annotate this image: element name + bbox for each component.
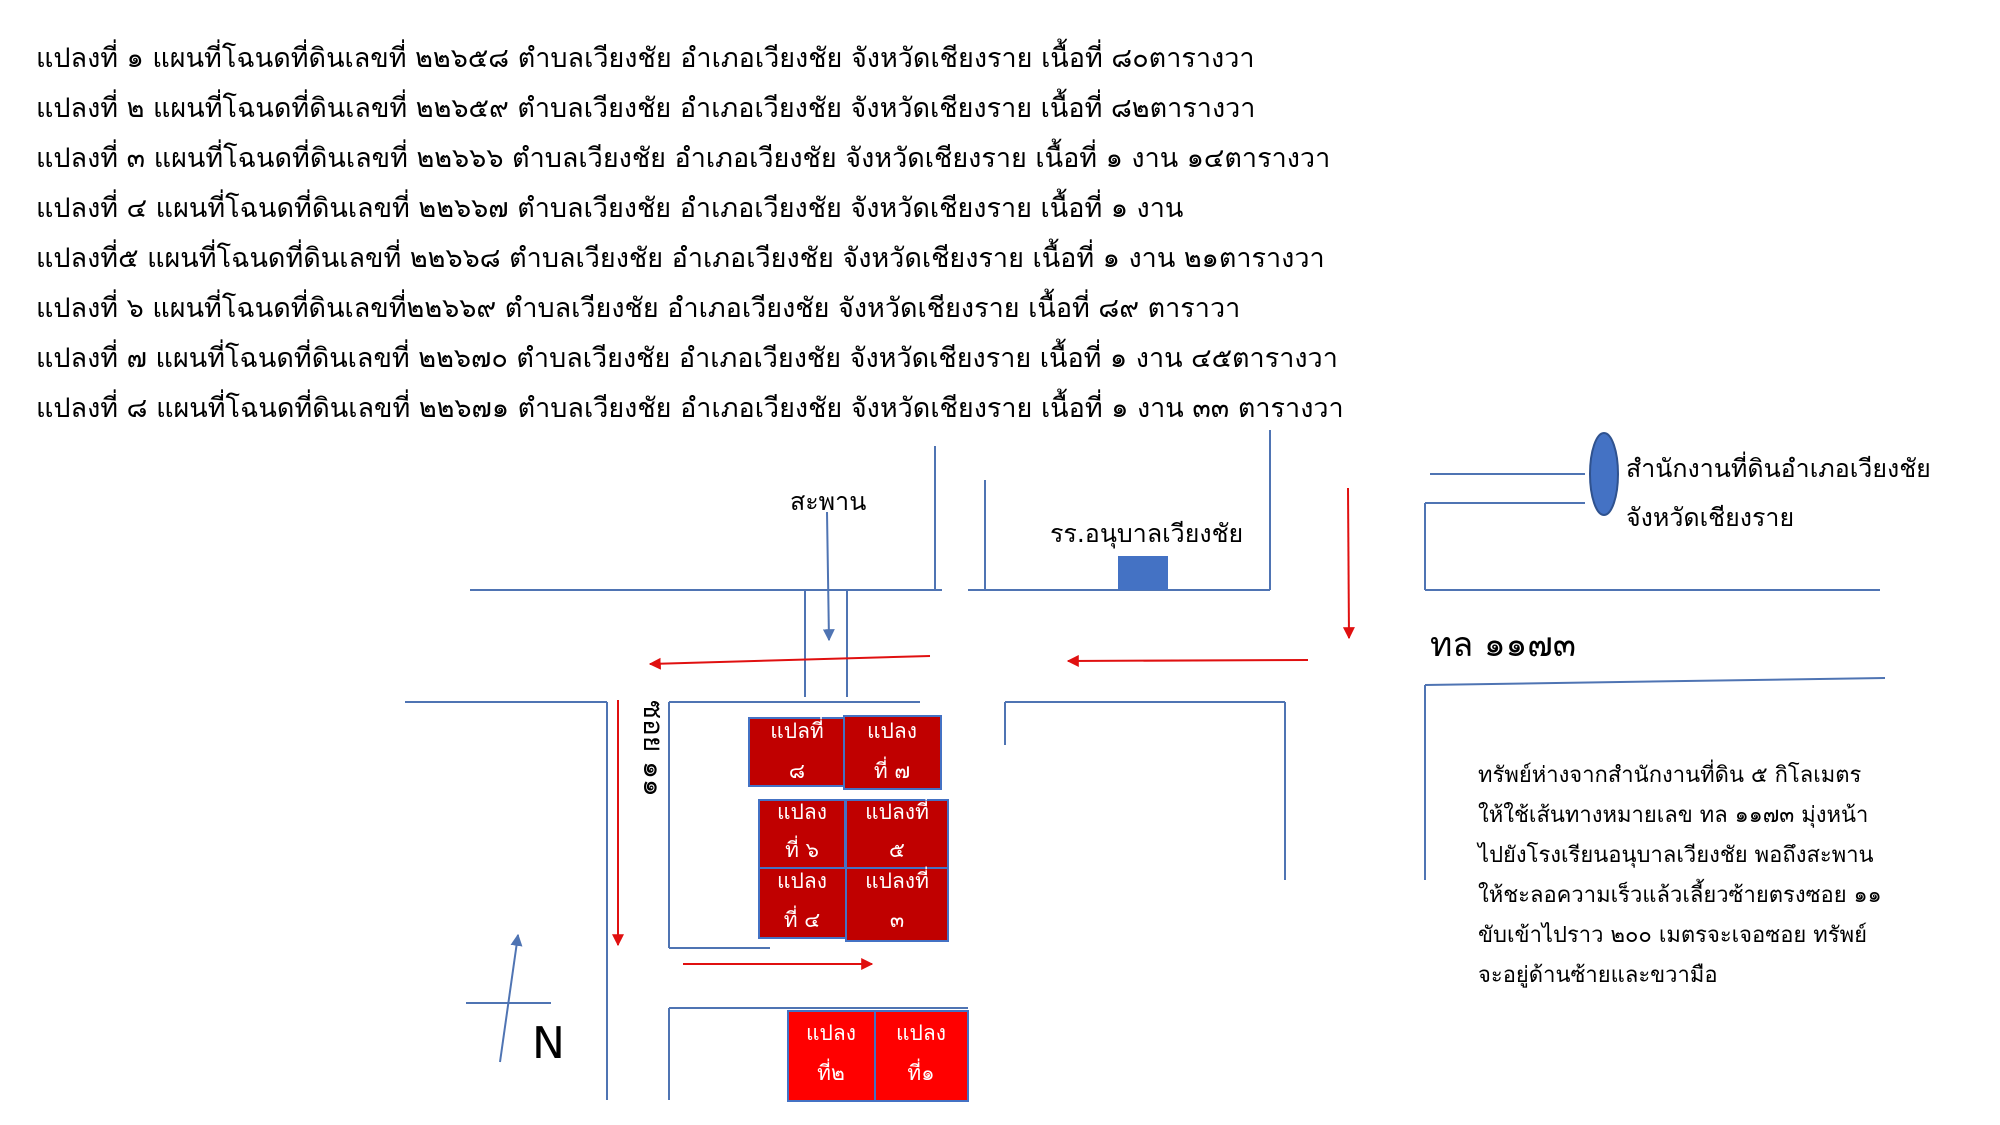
plot-8-shape — [748, 717, 845, 787]
school-building-icon — [1118, 556, 1168, 590]
plot-4-label-b: ที่ ๔ — [784, 905, 820, 932]
directions-line-2: ให้ใช้เส้นทางหมายเลข ทล ๑๑๗๓ มุ่งหน้า — [1478, 803, 1869, 828]
land-office-marker-icon — [1589, 432, 1619, 516]
plot-7-label-a: แปลง — [867, 719, 917, 743]
road-east-bottom-top — [1424, 677, 1886, 686]
north-label: N — [532, 1018, 565, 1069]
plot-2: แปลง ที่๒ — [787, 1010, 876, 1102]
directions-line-5: ขับเข้าไปราว ๒๐๐ เมตรจะเจอซอย ทรัพย์ — [1478, 923, 1868, 948]
plot-1-label-b: ที่๑ — [907, 1058, 934, 1085]
directions-line-1: ทรัพย์ห่างจากสำนักงานที่ดิน ๕ กิโลเมตร — [1478, 763, 1862, 788]
land-plots: แปลที่ ๘ แปลง ที่ ๗ แปลง ที่ ๖ แปลงที่ ๕… — [748, 715, 969, 1102]
plot-5-label-b: ๕ — [889, 838, 905, 862]
route-arrow-west-bridge — [648, 655, 931, 670]
plot-5: แปลงที่ ๕ — [845, 797, 949, 869]
directions-line-6: จะอยู่ด้านซ้ายและขวามือ — [1478, 963, 1718, 988]
directions-line-3: ไปยังโรงเรียนอนุบาลเวียงชัย พอถึงสะพาน — [1478, 843, 1874, 868]
plot-1-shape — [874, 1010, 969, 1102]
directions-text: ทรัพย์ห่างจากสำนักงานที่ดิน ๕ กิโลเมตร ใ… — [1478, 756, 1998, 996]
land-office-label-line1: สำนักงานที่ดินอำเภอเวียงชัย — [1626, 451, 1931, 483]
soi-label: ซอย ๑๑ — [637, 700, 670, 797]
plot-4: แปลง ที่ ๔ — [758, 867, 847, 939]
route-arrows — [612, 487, 1355, 970]
school-label: รร.อนุบาลเวียงชัย — [1050, 519, 1243, 549]
bridge-label: สะพาน — [790, 487, 866, 516]
plot-7-shape — [843, 715, 942, 790]
plot-8-label-a: แปลที่ — [770, 716, 824, 743]
plot-line-1: แปลงที่ ๑ แผนที่โฉนดที่ดินเลขที่ ๒๒๖๕๘ ต… — [36, 43, 1255, 74]
plot-line-8: แปลงที่ ๘ แผนที่โฉนดที่ดินเลขที่ ๒๒๖๗๑ ต… — [36, 393, 1344, 424]
route-arrow-west-east-side — [1066, 654, 1309, 667]
plot-3: แปลงที่ ๓ — [845, 866, 949, 942]
directions-line-4: ให้ชะลอความเร็วแล้วเลี้ยวซ้ายตรงซอย ๑๑ — [1478, 883, 1882, 908]
plot-description-list: แปลงที่ ๑ แผนที่โฉนดที่ดินเลขที่ ๒๒๖๕๘ ต… — [36, 34, 1536, 434]
plot-4-label-a: แปลง — [777, 869, 827, 893]
plot-1: แปลง ที่๑ — [874, 1010, 969, 1102]
plot-8-label-b: ๘ — [789, 759, 805, 783]
plot-6-label-b: ที่ ๖ — [785, 835, 819, 862]
land-office-label-line2: จังหวัดเชียงราย — [1626, 503, 1794, 532]
plot-line-4: แปลงที่ ๔ แผนที่โฉนดที่ดินเลขที่ ๒๒๖๖๗ ต… — [36, 193, 1184, 224]
route-arrow-south-east — [1342, 487, 1355, 640]
plot-6: แปลง ที่ ๖ — [758, 799, 846, 869]
road-lines — [405, 430, 1886, 1100]
plot-6-shape — [758, 799, 846, 869]
plot-line-2: แปลงที่ ๒ แผนที่โฉนดที่ดินเลขที่ ๒๒๖๕๙ ต… — [36, 93, 1256, 124]
plot-5-label-a: แปลงที่ — [865, 797, 929, 824]
bridge-pointer-arrow — [822, 511, 835, 642]
plot-line-5: แปลงที่๕ แผนที่โฉนดที่ดินเลขที่ ๒๒๖๖๘ ตำ… — [36, 243, 1325, 274]
plot-2-label-b: ที่๒ — [817, 1058, 845, 1085]
plot-6-label-a: แปลง — [777, 800, 827, 824]
highway-label: ทล ๑๑๗๓ — [1430, 625, 1576, 665]
plot-2-label-a: แปลง — [806, 1021, 856, 1045]
plot-3-label-b: ๓ — [890, 908, 904, 932]
plot-3-label-a: แปลงที่ — [865, 866, 929, 893]
plot-line-3: แปลงที่ ๓ แผนที่โฉนดที่ดินเลขที่ ๒๒๖๖๖ ต… — [36, 143, 1331, 174]
north-arrow-icon — [499, 933, 523, 1063]
plot-line-6: แปลงที่ ๖ แผนที่โฉนดที่ดินเลขที่๒๒๖๖๙ ตำ… — [36, 293, 1241, 324]
plot-line-7: แปลงที่ ๗ แผนที่โฉนดที่ดินเลขที่ ๒๒๖๗๐ ต… — [36, 343, 1338, 374]
plot-7: แปลง ที่ ๗ — [843, 715, 942, 790]
plot-1-label-a: แปลง — [896, 1021, 946, 1045]
plot-8: แปลที่ ๘ — [748, 716, 845, 787]
plot-3-shape — [845, 867, 949, 942]
plot-7-label-b: ที่ ๗ — [874, 756, 910, 783]
